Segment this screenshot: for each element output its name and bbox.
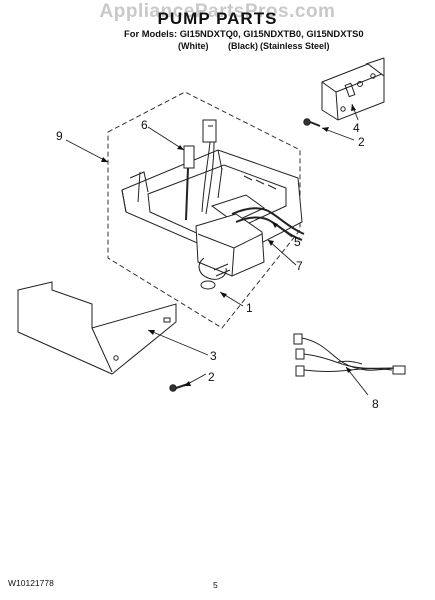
callout-1: 1 [246, 301, 253, 315]
callout-2-lower: 2 [208, 370, 215, 384]
water-pump [195, 213, 265, 290]
callout-2-upper: 2 [358, 135, 365, 149]
assembly-boundary [107, 91, 301, 329]
diagram-title: PUMP PARTS [157, 9, 278, 28]
mounting-bracket [321, 57, 385, 121]
callout-arrowheads [101, 104, 356, 386]
page-number: 5 [213, 580, 218, 590]
screw-upper [303, 118, 321, 127]
watermark: AppliancePartsPros.com [99, 1, 336, 22]
wire-harness [293, 333, 406, 377]
callout-6: 6 [141, 118, 148, 132]
front-cover [17, 281, 177, 375]
callout-7: 7 [296, 259, 303, 273]
color-label-black: (Black) [228, 41, 259, 51]
color-label-white: (White) [178, 41, 209, 51]
models-line: For Models: GI15NDXTQ0, GI15NDXTB0, GI15… [124, 28, 364, 39]
color-label-stainless: (Stainless Steel) [260, 41, 330, 51]
callout-5: 5 [294, 235, 301, 249]
callout-8: 8 [372, 397, 379, 411]
document-number: W10121778 [8, 578, 54, 588]
float-switch [183, 119, 217, 221]
callout-9: 9 [56, 129, 63, 143]
callout-3: 3 [210, 349, 217, 363]
callout-4: 4 [353, 121, 360, 135]
